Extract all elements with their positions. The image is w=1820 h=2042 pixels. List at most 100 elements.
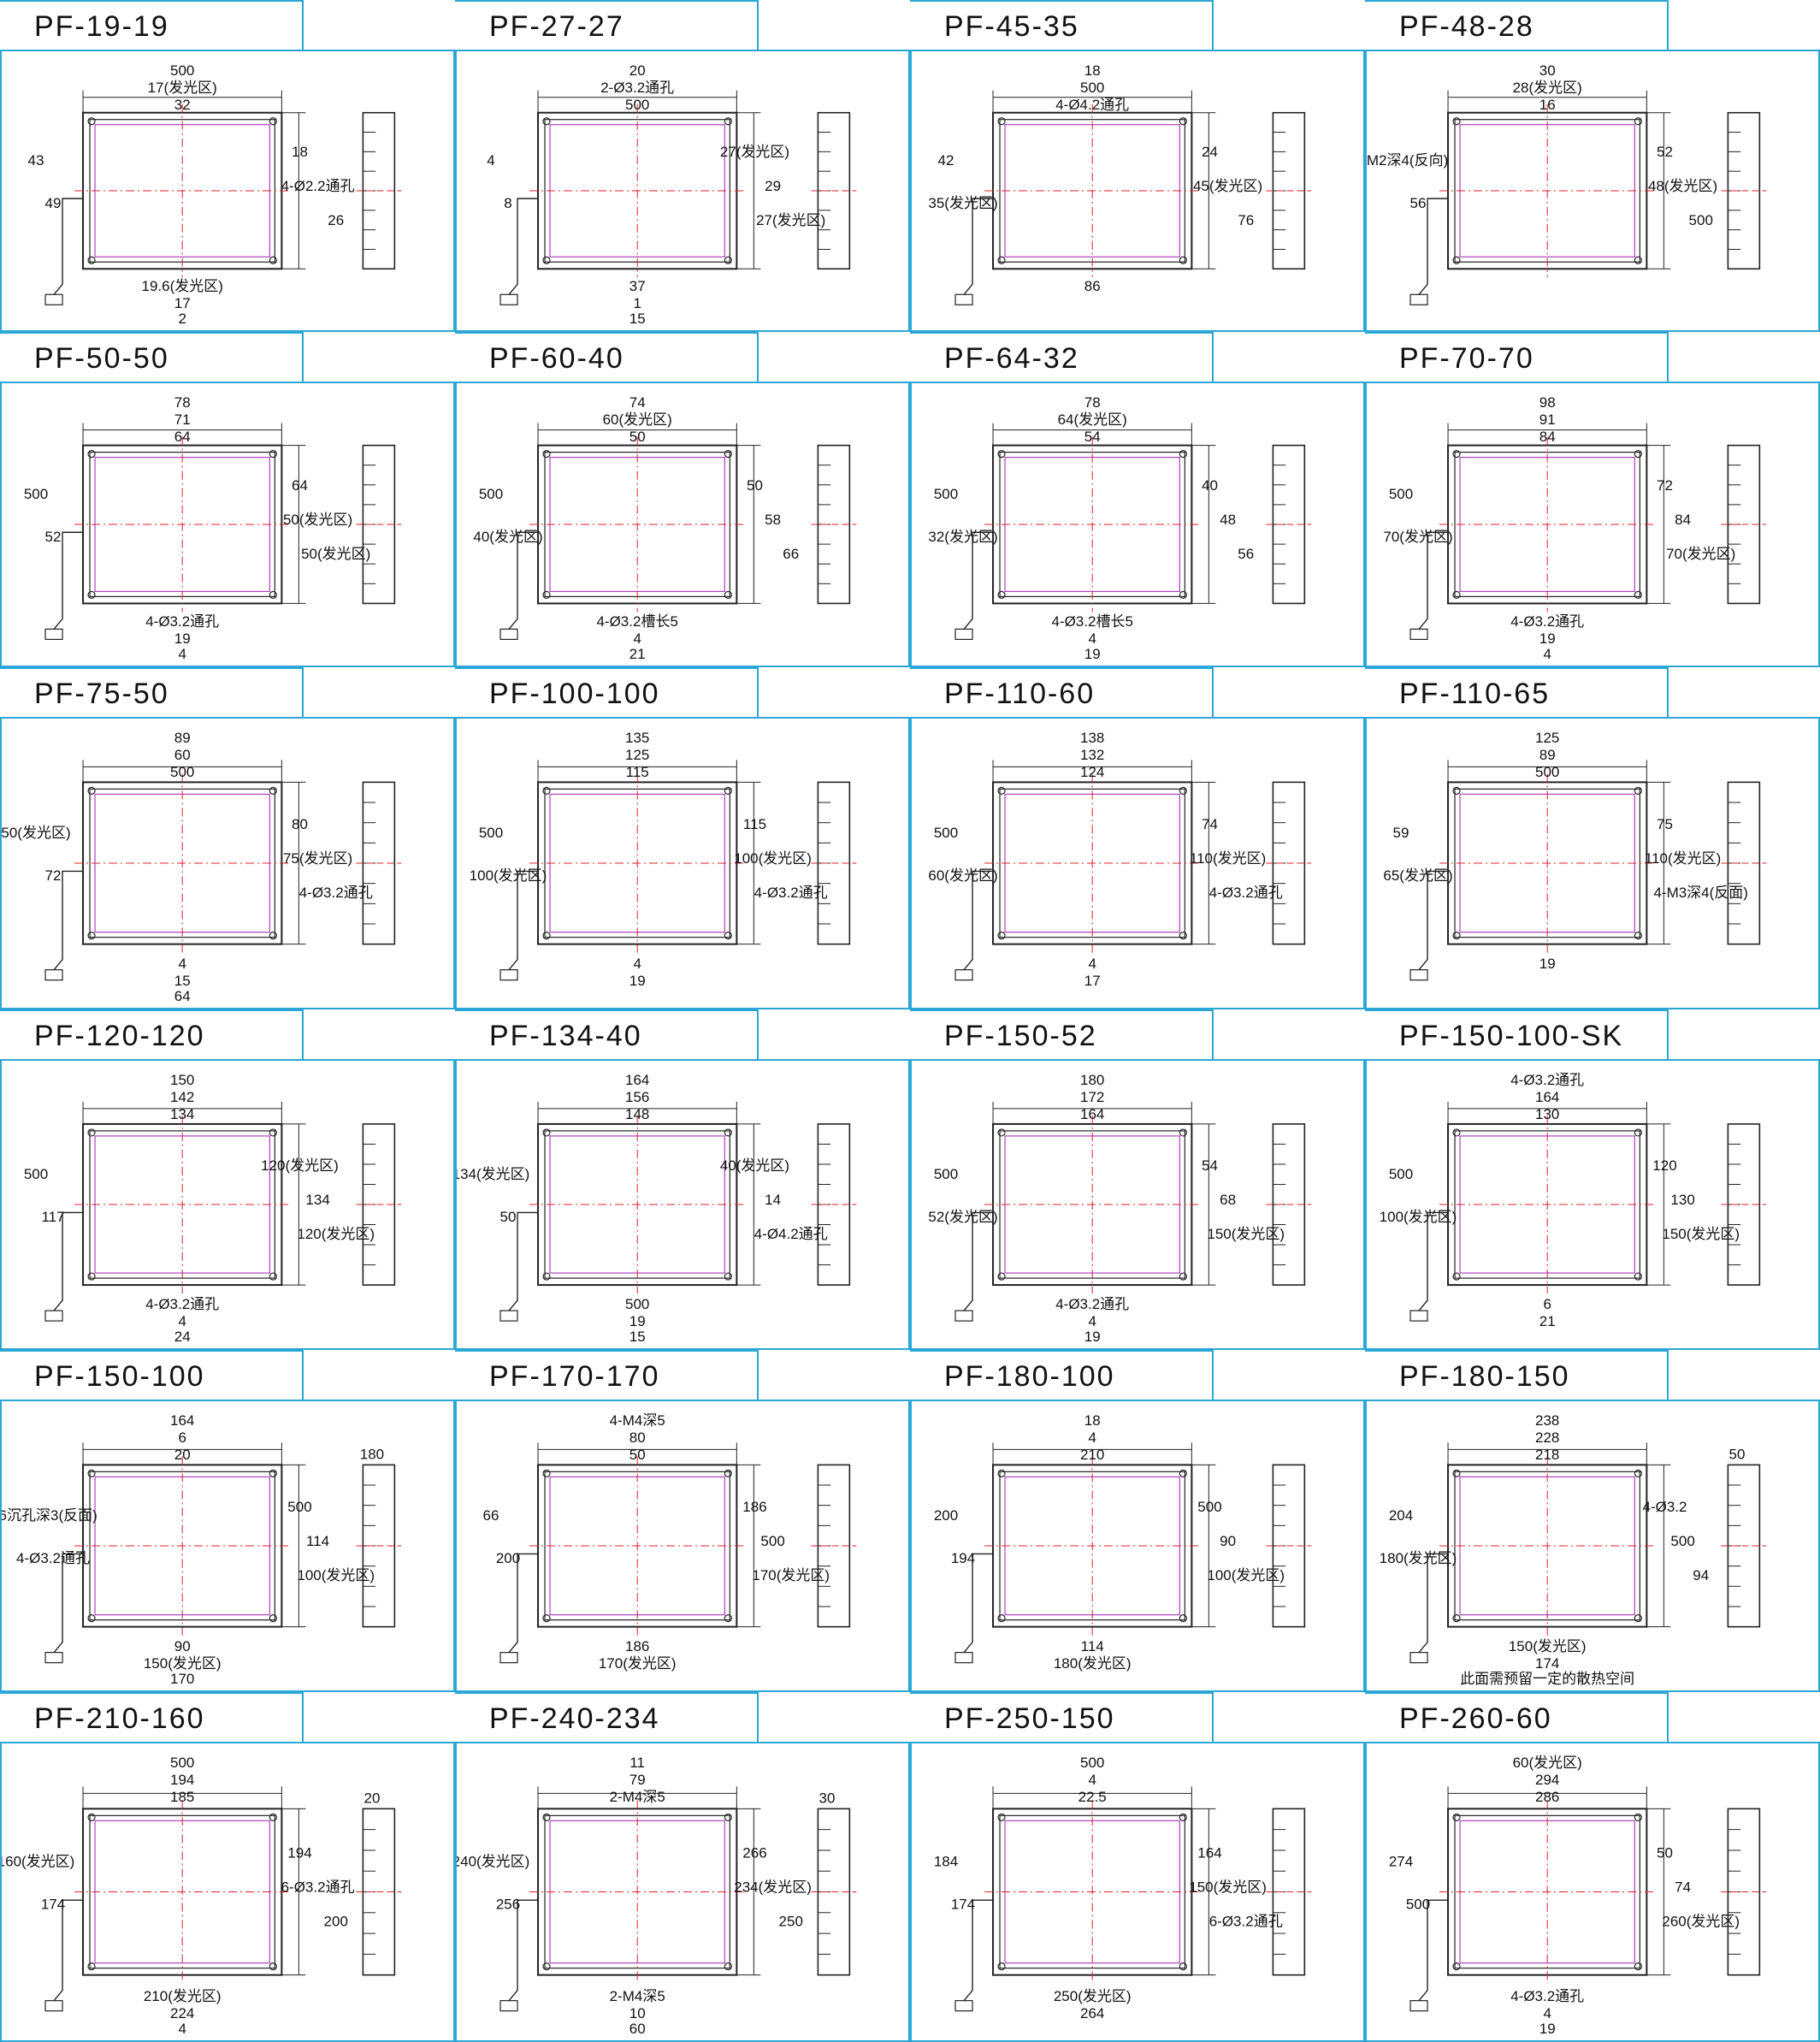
technical-drawing: 500194185160(发光区)1741946-Ø3.2通孔200210(发光…	[2, 1755, 402, 2037]
cable	[53, 531, 84, 630]
mounting-hole	[269, 256, 277, 264]
panel-title-tab: PF-250-150	[910, 1692, 1214, 1742]
dimension-label: 100(发光区)	[297, 1567, 375, 1583]
dimension-label: 48(发光区)	[1648, 178, 1717, 194]
model-name: PF-75-50	[34, 678, 169, 710]
dimension-label: 4-Ø3.2槽长5	[1051, 613, 1132, 630]
dimension-label: 49	[45, 195, 62, 211]
dimension-label: 19.6(发光区)	[141, 278, 222, 294]
dimension-label: 174	[41, 1897, 65, 1913]
dimension-label: 80	[292, 816, 308, 832]
dimension-label: 28(发光区)	[1513, 80, 1582, 96]
mounting-hole	[1179, 1614, 1187, 1623]
mounting-hole	[997, 1614, 1006, 1623]
dimension-label: 274	[1389, 1854, 1413, 1870]
dimension-label: 56	[1238, 546, 1254, 562]
mounting-hole	[724, 1272, 732, 1281]
dimension-label: 174	[951, 1897, 975, 1913]
dimension-label: 150(发光区)	[1509, 1638, 1587, 1654]
panel-title-tab: PF-260-60	[1365, 1692, 1669, 1742]
cable	[53, 1553, 84, 1654]
mounting-hole	[269, 1962, 277, 1971]
dimension-label: 10	[629, 2005, 646, 2021]
model-name: PF-45-35	[944, 10, 1079, 43]
connector	[1409, 1310, 1428, 1322]
dimension-label: 6	[1543, 1296, 1551, 1312]
dimension-label: 89	[174, 730, 191, 746]
dimension-label: 21	[629, 646, 646, 662]
panel-title-tab: PF-150-100-SK	[1365, 1009, 1669, 1059]
technical-drawing: 4-Ø3.2通孔164130500100(发光区)120130150(发光区)6…	[1380, 1072, 1767, 1329]
mounting-hole	[87, 1614, 96, 1623]
dimension-label: 8	[504, 195, 511, 211]
dimension-label: 114	[306, 1533, 329, 1549]
dimension-label: 19	[629, 1313, 646, 1329]
dimension-label: 4	[633, 630, 641, 647]
model-name: PF-64-32	[944, 342, 1079, 375]
dimension-label: 286	[1535, 1789, 1559, 1805]
dimension-label: 150(发光区)	[1189, 1879, 1267, 1896]
mounting-hole	[542, 590, 551, 599]
connector	[44, 1652, 63, 1664]
model-name: PF-60-40	[489, 342, 624, 375]
mounting-hole	[269, 449, 277, 459]
dimension-label: 4-Ø2.2通孔	[281, 178, 355, 194]
dimension-label: 164	[1080, 1106, 1104, 1122]
mounting-hole	[87, 1813, 96, 1821]
dimension-label: 218	[1535, 1447, 1559, 1463]
dimension-label: 72	[45, 867, 62, 884]
dimension-label: 500	[1080, 80, 1104, 96]
model-name: PF-180-150	[1399, 1360, 1570, 1393]
dimension-label: 40	[1202, 477, 1218, 494]
mounting-hole	[269, 1272, 277, 1281]
mounting-hole	[997, 1962, 1006, 1971]
model-name: PF-70-70	[1399, 342, 1534, 375]
dimension-label: 500	[170, 1755, 194, 1771]
mounting-hole	[997, 786, 1006, 795]
mounting-hole	[269, 786, 277, 795]
dimension-label: 90	[174, 1638, 191, 1654]
dimension-label: 50	[500, 1209, 517, 1225]
model-name: PF-120-120	[34, 1020, 205, 1052]
dimension-label: 500	[1080, 1755, 1104, 1771]
mounting-hole	[1452, 1614, 1461, 1623]
mounting-hole	[724, 932, 732, 940]
dimension-label: 238	[1535, 1412, 1559, 1429]
mounting-hole	[997, 449, 1006, 459]
dimension-label: 186	[742, 1499, 766, 1515]
dimension-label: 500	[170, 764, 194, 780]
mounting-hole	[1179, 932, 1187, 940]
cable	[963, 531, 994, 630]
panel-title-tab: PF-48-28	[1365, 0, 1669, 50]
model-name: PF-210-160	[34, 1702, 205, 1735]
dimension-label: 110(发光区)	[1190, 850, 1266, 867]
mounting-hole	[1452, 1128, 1461, 1137]
dimension-label: 6	[178, 1429, 186, 1446]
mounting-hole	[1634, 256, 1642, 264]
dimension-label: 4	[1088, 1313, 1096, 1329]
dimension-label: 19	[1084, 1329, 1101, 1345]
dimension-label: 30	[818, 1790, 835, 1806]
mounting-hole	[1452, 1813, 1461, 1821]
drawing-area: 1646204-Ø6沉孔深3(反面)4-Ø3.2通孔500114100(发光区)…	[0, 1400, 455, 1692]
dimension-label: 2-M4深5	[610, 1988, 665, 2004]
dimension-label: 4-Ø3.2通孔	[16, 1550, 90, 1566]
model-name: PF-110-65	[1399, 678, 1551, 710]
panel-title-tab: PF-45-35	[910, 0, 1214, 50]
dimension-label: 1	[633, 295, 641, 311]
dimension-label: 50	[1657, 1845, 1673, 1861]
mounting-hole	[1634, 1272, 1642, 1281]
dimension-label: 240(发光区)	[457, 1854, 529, 1870]
dimension-label: 52(发光区)	[928, 1209, 997, 1225]
dimension-label: 74	[1202, 816, 1218, 832]
